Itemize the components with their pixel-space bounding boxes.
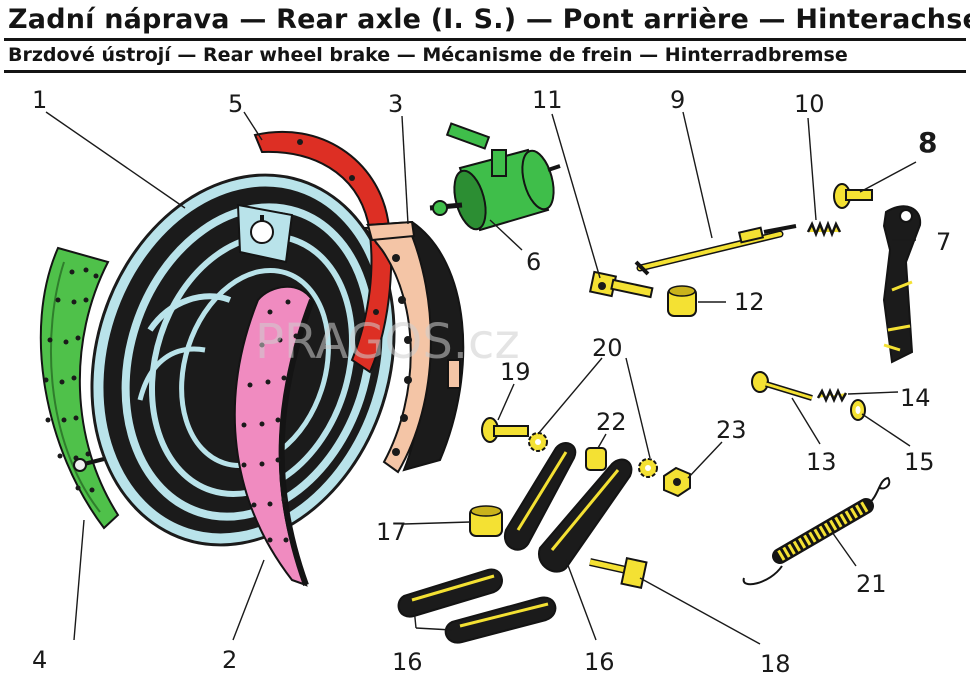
callout-8: 8 — [918, 126, 937, 159]
callout-18: 18 — [760, 650, 791, 678]
part-5-red-shoe — [253, 130, 393, 374]
callout-13: 13 — [806, 448, 837, 476]
callout-10: 10 — [794, 90, 825, 118]
callout-17: 17 — [376, 518, 407, 546]
part-15-washer — [850, 399, 866, 421]
part-2-pink-lining — [233, 285, 315, 587]
part-16-links — [397, 442, 633, 644]
subtitle-rule — [4, 70, 966, 73]
callout-numbers: 1 5 3 6 11 9 10 8 7 12 20 19 22 23 14 13… — [32, 86, 951, 678]
callout-19: 19 — [500, 358, 531, 386]
part-9-pull-rod — [634, 224, 797, 276]
callout-11: 11 — [532, 86, 563, 114]
part-13-bolt — [751, 371, 813, 401]
part-8-pin — [833, 183, 873, 209]
callout-2: 2 — [222, 646, 237, 674]
leader-lines — [45, 111, 917, 645]
callout-20: 20 — [592, 334, 623, 362]
callout-16-center: 16 — [584, 648, 615, 676]
part-19-bolt — [481, 417, 529, 443]
callout-14: 14 — [900, 384, 931, 412]
callout-4: 4 — [32, 646, 47, 674]
part-18-bolt — [589, 557, 648, 589]
callout-3: 3 — [388, 90, 403, 118]
callout-12: 12 — [734, 288, 765, 316]
callout-1: 1 — [32, 86, 47, 114]
part-21-long-spring — [742, 476, 891, 586]
part-6-wheel-cylinder — [429, 122, 561, 232]
callout-9: 9 — [670, 86, 685, 114]
part-22-bush — [585, 447, 607, 471]
part-4-green-lining — [39, 246, 120, 530]
part-14-spring — [816, 387, 848, 404]
callout-7: 7 — [936, 228, 951, 256]
callout-6: 6 — [526, 248, 541, 276]
part-11-adjuster-bolt — [588, 270, 654, 299]
part-12-bush — [667, 285, 697, 317]
callout-23: 23 — [716, 416, 747, 444]
callout-21: 21 — [856, 570, 887, 598]
part-3-peach-shoe — [363, 220, 465, 474]
callout-15: 15 — [904, 448, 935, 476]
watermark-text: PRAGOS.cz — [255, 314, 520, 370]
callout-5: 5 — [228, 90, 243, 118]
part-7-lever — [882, 205, 922, 364]
part-23-nut — [663, 466, 691, 498]
callout-22: 22 — [596, 408, 627, 436]
title-rule — [4, 38, 966, 41]
part-10-small-spring — [806, 220, 842, 238]
callout-16-left: 16 — [392, 648, 423, 676]
page-subtitle: Brzdové ústrojí — Rear wheel brake — Méc… — [8, 44, 848, 66]
part-17-bush — [469, 505, 503, 537]
page-title: Zadní náprava — Rear axle (I. S.) — Pont… — [8, 4, 970, 35]
